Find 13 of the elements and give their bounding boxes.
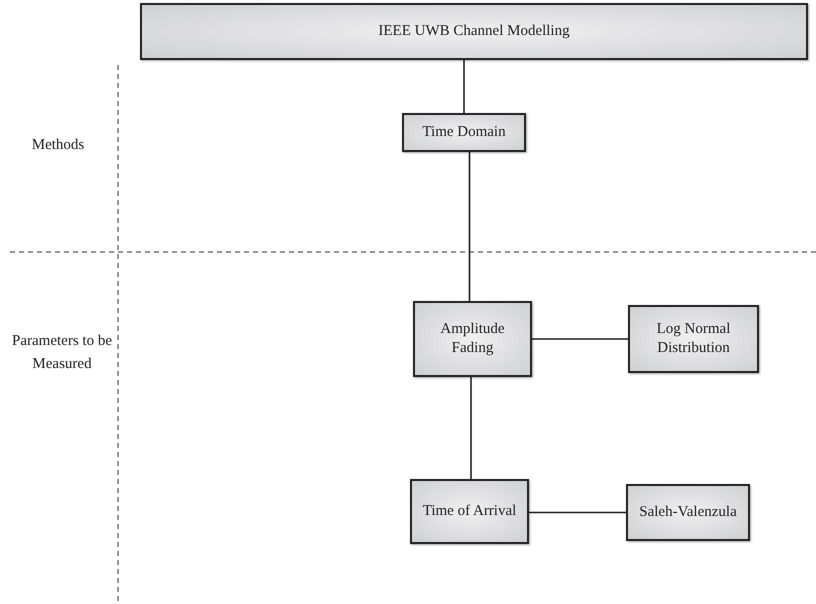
distribution-box: Log Normal Distribution [628, 305, 759, 373]
parameter-box: Amplitude Fading [413, 301, 532, 377]
parameter-box: Time of Arrival [410, 479, 529, 544]
model-box: Saleh-Valenzula [626, 484, 750, 541]
row-label: Methods [30, 136, 86, 155]
connector-line [529, 512, 626, 514]
connector-line [463, 60, 465, 113]
connector-line [470, 377, 472, 479]
method-box: Time Domain [402, 113, 526, 152]
connector-line [532, 338, 628, 340]
row-label: Parameters to be Measured [11, 332, 113, 374]
title-box: IEEE UWB Channel Modelling [140, 3, 808, 60]
connector-line [468, 152, 470, 301]
